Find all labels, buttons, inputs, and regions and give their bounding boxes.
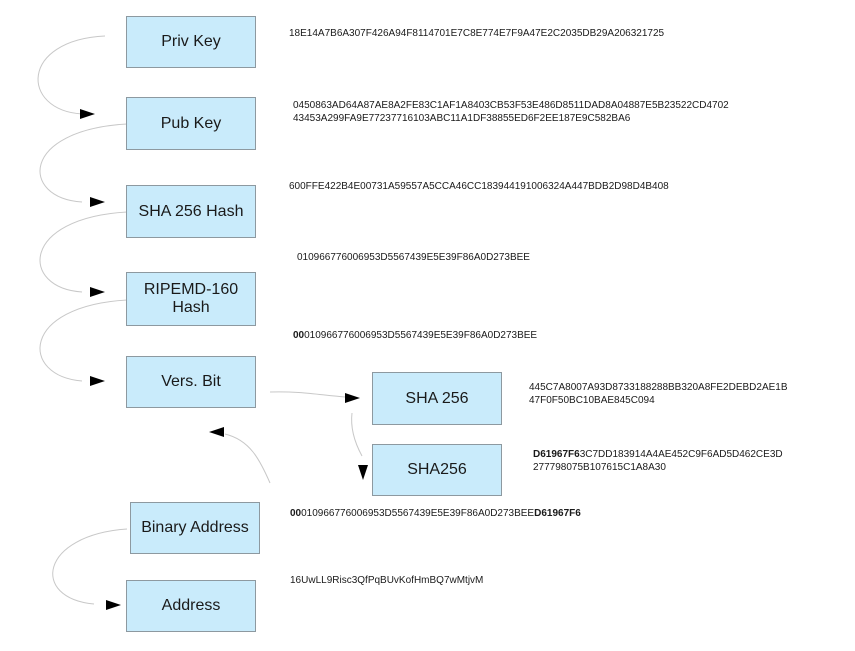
binary-checksum: D61967F6: [534, 508, 581, 519]
ripemd160-label-line1: RIPEMD-160: [143, 281, 239, 299]
arrowhead-sha256: [90, 197, 105, 207]
sha256-first-box: SHA 256: [372, 372, 502, 425]
priv-key-box: Priv Key: [126, 16, 256, 68]
arrowhead-pub: [80, 109, 95, 119]
connector-ripemd-to-version: [39, 299, 128, 382]
sha256-second-box: SHA256: [372, 444, 502, 496]
ripemd160-value: 010966776006953D5567439E5E39F86A0D273BEE: [297, 252, 530, 263]
connector-priv-to-pub: [37, 35, 106, 115]
checksum-bytes: D61967F6: [533, 449, 580, 460]
sha256-first-value-line1: 445C7A8007A93D8733188288BB320A8FE2DEBD2A…: [529, 382, 788, 393]
arrowhead-sha256a: [345, 393, 360, 403]
arrowhead-sha256b: [358, 465, 368, 480]
pub-key-value-line2: 43453A299FA9E77237716103ABC11A1DF38855ED…: [293, 113, 631, 124]
pub-key-box: Pub Key: [126, 97, 256, 150]
connector-sha256-to-ripemd: [39, 211, 128, 293]
address-label: Address: [161, 597, 221, 615]
sha256-second-value: D61967F63C7DD183914A4AE452C9F6AD5D462CE3…: [533, 448, 783, 474]
version-prefix: 00: [293, 330, 305, 341]
sha256-second-label: SHA256: [407, 461, 467, 479]
binary-address-box: Binary Address: [130, 502, 260, 554]
connector-version-to-sha256a: [269, 391, 346, 398]
connector-binary-to-address: [52, 528, 128, 605]
versioned-rest: 010966776006953D5567439E5E39F86A0D273BEE: [304, 330, 538, 341]
connector-sha256b-to-version: [224, 433, 271, 484]
connector-pub-to-sha256: [39, 123, 128, 203]
sha256-first-value: 445C7A8007A93D8733188288BB320A8FE2DEBD2A…: [529, 381, 788, 407]
sha256-hash-value: 600FFE422B4E00731A59557A5CCA46CC18394419…: [289, 181, 669, 192]
pub-key-value: 0450863AD64A87AE8A2FE83C1AF1A8403CB53F53…: [293, 99, 729, 125]
arrowhead-ripemd: [90, 287, 105, 297]
arrowhead-version: [90, 376, 105, 386]
connector-sha256a-to-sha256b: [351, 412, 363, 457]
sha256-first-value-line2: 47F0F50BC10BAE845C094: [529, 395, 655, 406]
binary-address-value: 00010966776006953D5567439E5E39F86A0D273B…: [290, 507, 581, 520]
priv-key-value: 18E14A7B6A307F426A94F8114701E7C8E774E7F9…: [289, 28, 665, 39]
version-bit-label: Vers. Bit: [161, 373, 221, 391]
priv-key-label: Priv Key: [161, 33, 221, 51]
address-box: Address: [126, 580, 256, 632]
sha256-first-label: SHA 256: [405, 389, 469, 407]
versioned-value: 00010966776006953D5567439E5E39F86A0D273B…: [293, 329, 537, 342]
arrowhead-address: [106, 600, 121, 610]
sha256-second-value-line2: 277798075B107615C1A8A30: [533, 462, 666, 473]
pub-key-value-line1: 0450863AD64A87AE8A2FE83C1AF1A8403CB53F53…: [293, 100, 729, 111]
sha256-second-rest: 3C7DD183914A4AE452C9F6AD5D462CE3D: [579, 449, 783, 460]
ripemd160-label-line2: Hash: [172, 299, 210, 316]
pub-key-label: Pub Key: [160, 114, 222, 132]
binary-middle: 010966776006953D5567439E5E39F86A0D273BEE: [301, 508, 535, 519]
arrowhead-back-to-version: [209, 427, 224, 437]
version-bit-box: Vers. Bit: [126, 356, 256, 408]
address-value: 16UwLL9Risc3QfPqBUvKofHmBQ7wMtjvM: [290, 575, 484, 586]
binary-address-label: Binary Address: [141, 519, 249, 537]
sha256-hash-box: SHA 256 Hash: [126, 185, 256, 238]
binary-prefix: 00: [290, 508, 302, 519]
sha256-hash-label: SHA 256 Hash: [138, 202, 244, 220]
ripemd160-box: RIPEMD-160 Hash: [126, 272, 256, 326]
